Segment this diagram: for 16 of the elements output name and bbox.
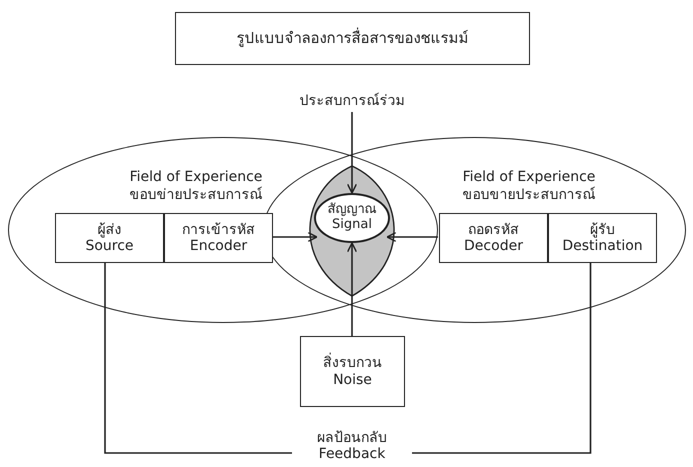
process-box: การเข้ารหัส Encoder bbox=[164, 213, 273, 263]
arrow bbox=[386, 232, 438, 242]
title-box: รูปแบบจำลองการสื่อสารของชแรมม์ bbox=[175, 12, 530, 65]
field-heading: ขอบข่ายประสบการณ์ bbox=[128, 187, 264, 204]
field-heading: Field of Experience bbox=[462, 169, 596, 186]
arrow bbox=[346, 112, 358, 194]
field-heading: Field of Experience bbox=[128, 169, 264, 186]
arrow bbox=[346, 242, 358, 336]
connector-line bbox=[412, 262, 592, 454]
connector-line bbox=[104, 262, 292, 454]
process-box: ถอดรหัส Decoder bbox=[439, 213, 548, 263]
arrow bbox=[272, 232, 318, 242]
process-box: สิ่งรบกวน Noise bbox=[300, 336, 405, 407]
process-box: ผู้ส่ง Source bbox=[55, 213, 164, 263]
process-box: ผู้รับ Destination bbox=[548, 213, 657, 263]
field-heading: ขอบขายประสบการณ์ bbox=[462, 187, 596, 204]
